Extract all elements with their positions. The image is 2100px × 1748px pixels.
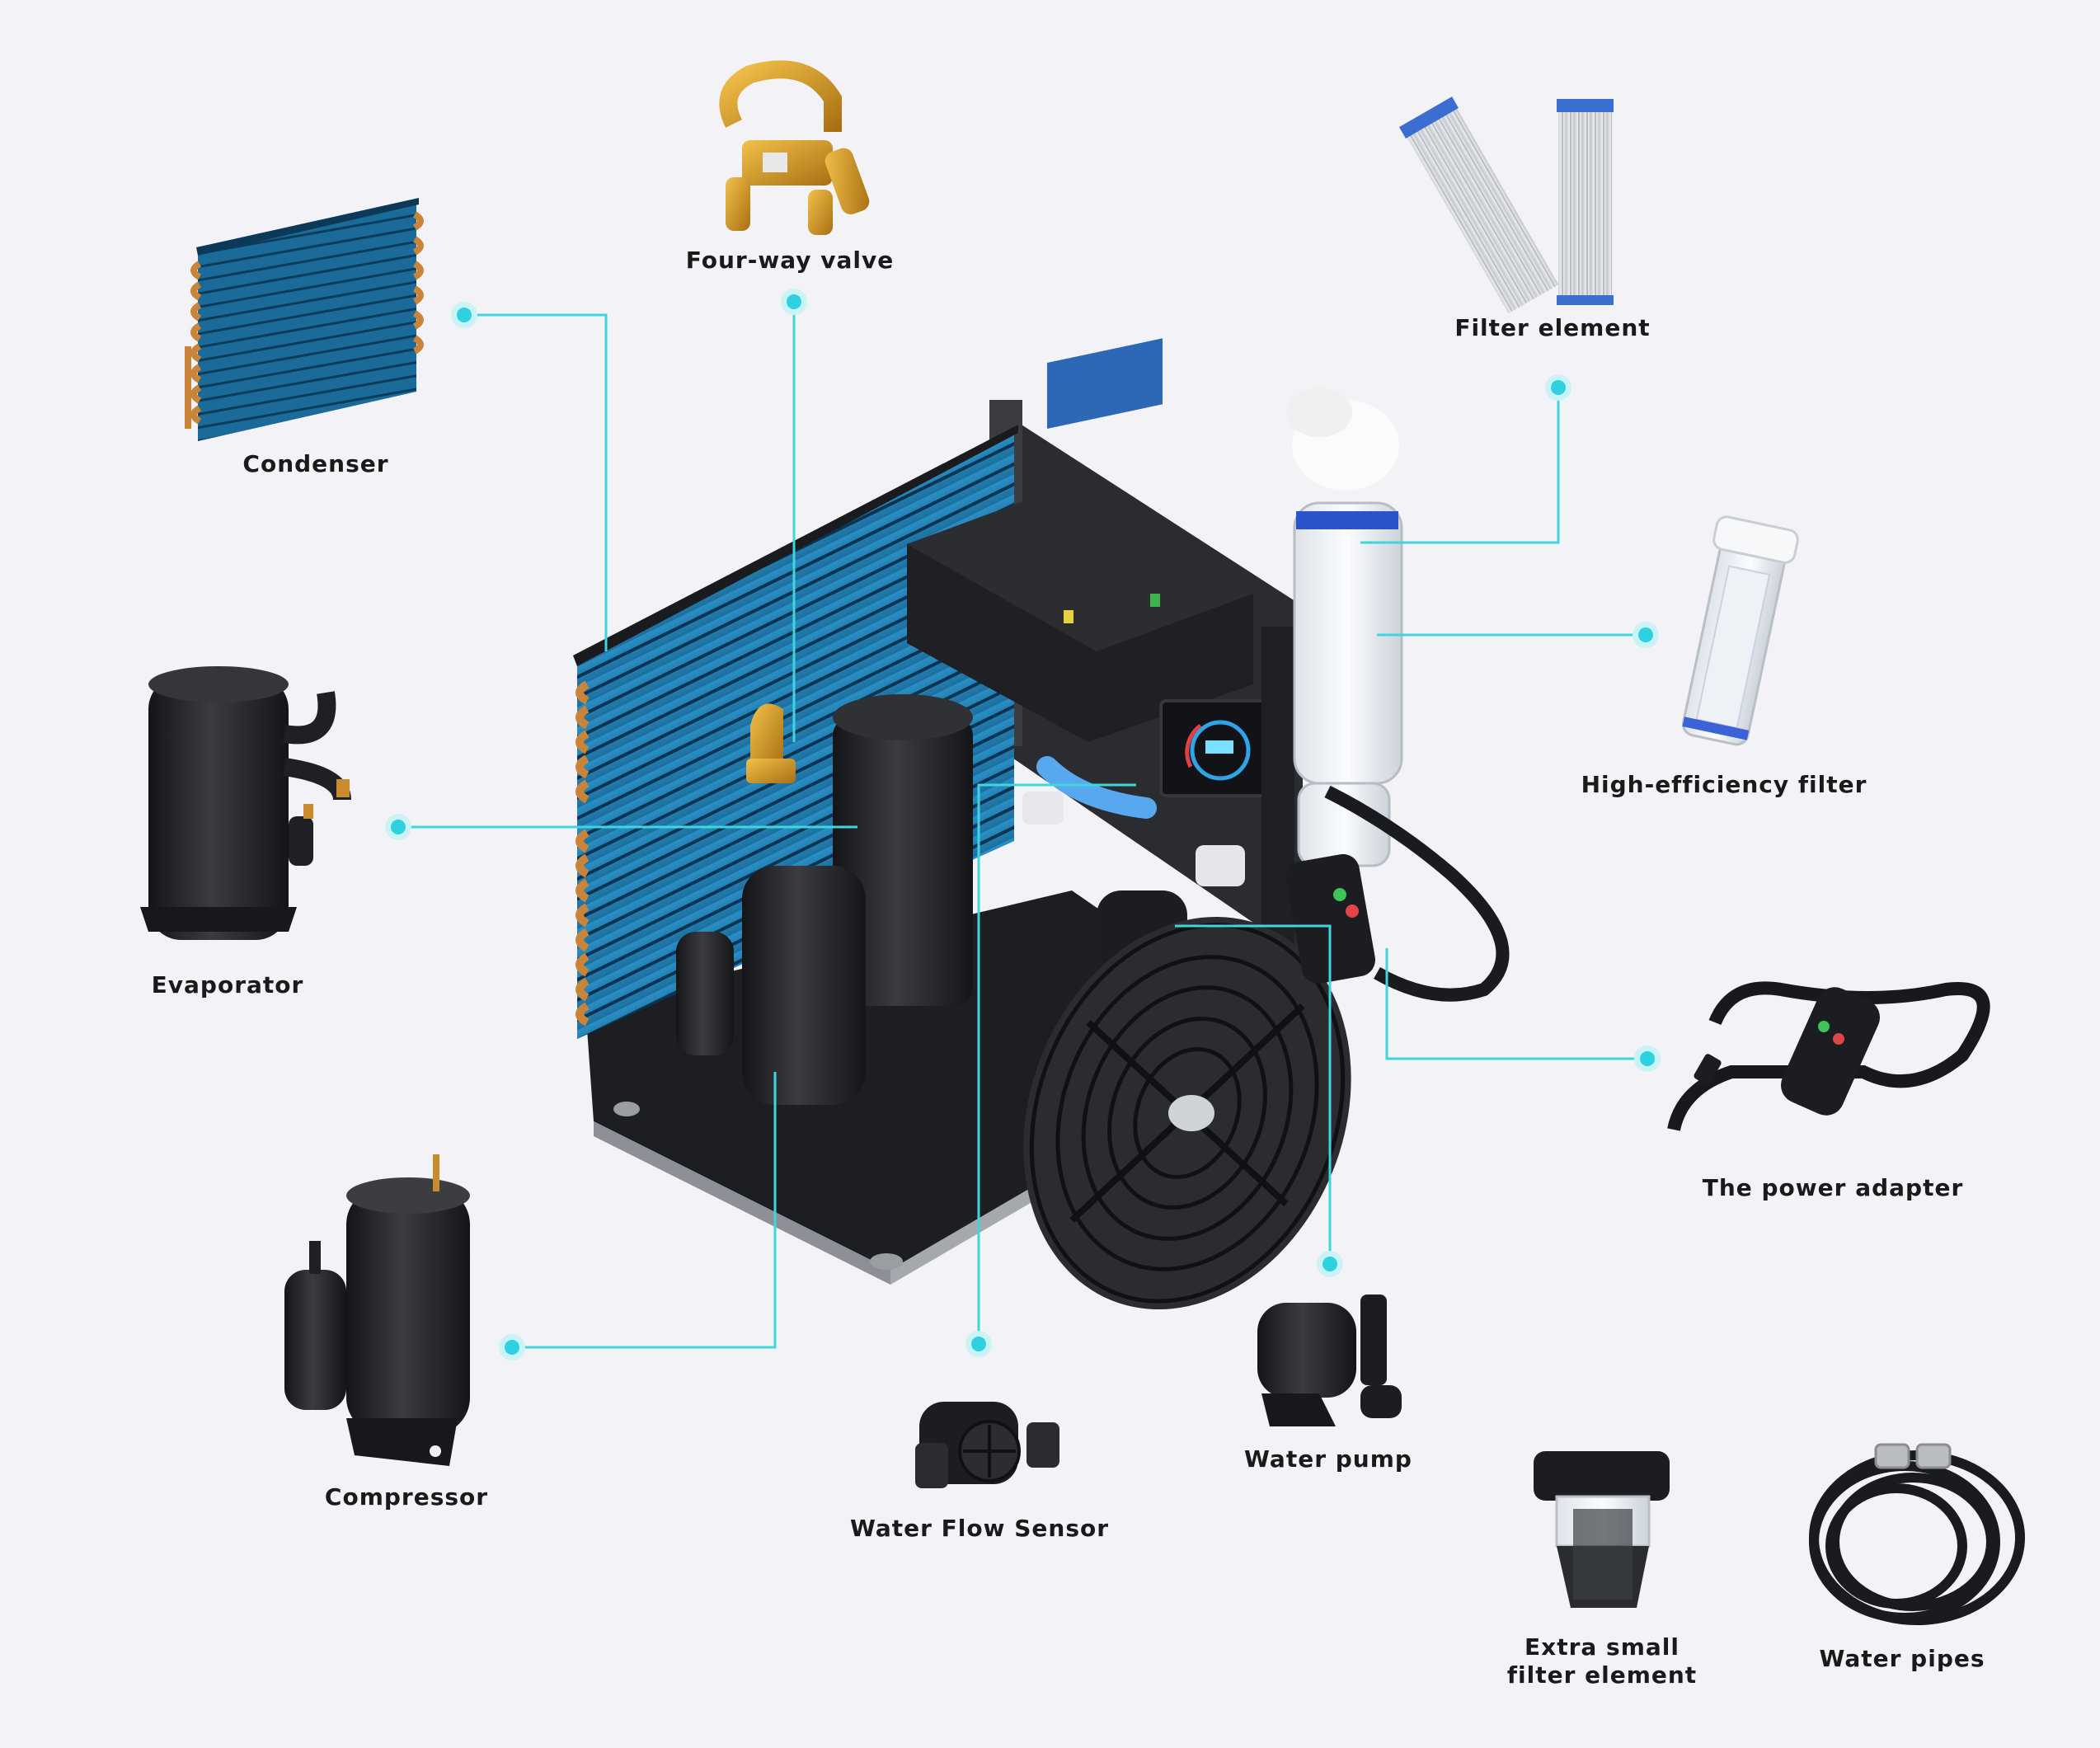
condenser-copper-bends — [576, 680, 590, 1027]
four-way-valve-image — [719, 60, 870, 235]
label-compressor: Compressor — [324, 1483, 489, 1511]
dot-water-pump — [1317, 1251, 1343, 1277]
label-power-adapter: The power adapter — [1702, 1174, 1964, 1201]
leader-filter-element — [1360, 388, 1560, 544]
dot-evaporator — [385, 814, 411, 840]
dot-four-way-valve — [781, 289, 807, 315]
label-condenser: Condenser — [242, 450, 389, 477]
label-filter-element: Filter element — [1454, 314, 1651, 341]
dot-high-efficiency-filter — [1633, 622, 1659, 648]
leader-power-adapter — [1385, 948, 1647, 1060]
dot-water-flow-sensor — [965, 1331, 992, 1357]
water-pipes-image — [1809, 1443, 2025, 1625]
leader-compressor — [512, 1072, 777, 1349]
dot-condenser — [451, 302, 477, 328]
evaporator-image — [140, 666, 351, 940]
condenser-image — [185, 198, 424, 441]
leader-dots — [385, 289, 1661, 1360]
leader-water-pump — [1175, 924, 1332, 1264]
water-flow-sensor-image — [915, 1402, 1059, 1488]
water-pump-image — [1257, 1295, 1402, 1426]
leader-condenser — [464, 313, 608, 651]
dot-filter-element — [1545, 374, 1571, 401]
leader-water-flow-sensor — [977, 783, 1136, 1344]
high-efficiency-filter-image — [1681, 515, 1799, 746]
dot-compressor — [499, 1334, 525, 1360]
leader-lines — [398, 302, 1647, 1349]
label-high-efficiency-filter: High-efficiency filter — [1581, 771, 1867, 798]
label-water-pipes: Water pipes — [1819, 1645, 1985, 1672]
label-water-pump: Water pump — [1244, 1445, 1412, 1473]
label-evaporator: Evaporator — [151, 971, 304, 999]
filter-element-image — [1398, 96, 1614, 314]
compressor-image — [284, 1154, 470, 1466]
label-extra-small-filter-element: Extra small filter element — [1506, 1633, 1698, 1689]
label-water-flow-sensor: Water Flow Sensor — [849, 1515, 1110, 1542]
extra-small-filter-element-image — [1534, 1451, 1670, 1608]
label-four-way-valve: Four-way valve — [685, 247, 895, 274]
power-adapter-image — [1667, 981, 1990, 1131]
dot-power-adapter — [1634, 1046, 1661, 1072]
chiller-unit — [573, 338, 1510, 1310]
fan-guard-rings — [1029, 923, 1346, 1304]
